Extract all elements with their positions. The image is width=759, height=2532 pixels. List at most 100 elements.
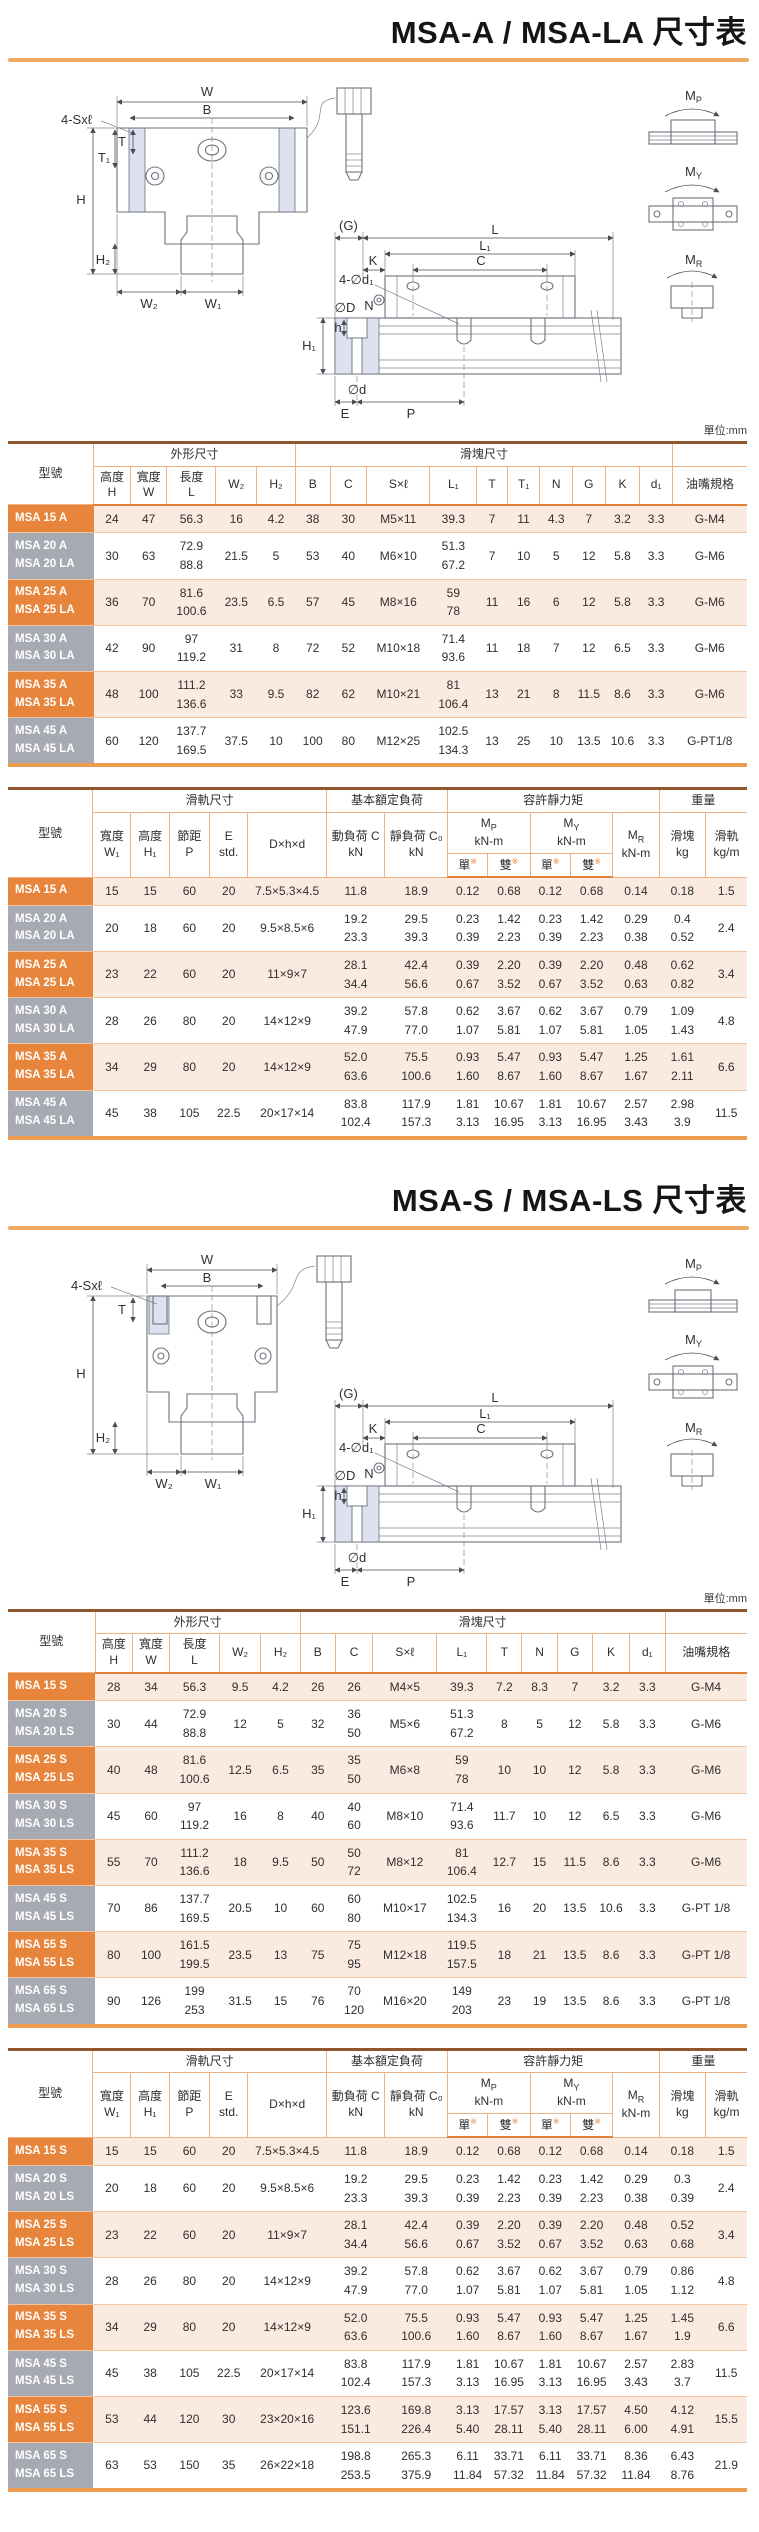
- value-cell: 3.2: [592, 1672, 630, 1701]
- value-cell: 2.20 3.52: [570, 2211, 613, 2258]
- value-cell: 12.7: [486, 1838, 522, 1886]
- value-cell: 0.39 0.67: [447, 951, 488, 998]
- column-header: 重量: [658, 2049, 747, 2074]
- value-cell: 70: [132, 1838, 170, 1886]
- value-cell: 11×9×7: [247, 2211, 327, 2258]
- value-cell: 80: [169, 2303, 210, 2351]
- dim-label-k: K: [369, 253, 378, 268]
- dim-label-t1: T₁: [98, 150, 111, 165]
- value-cell: 56.3: [169, 1672, 220, 1701]
- value-cell: 19.2 23.3: [326, 904, 385, 952]
- column-header: 雙※: [487, 852, 531, 879]
- dim-label-c: C: [476, 253, 485, 268]
- column-header: B: [299, 1633, 336, 1674]
- value-cell: 51.3 67.2: [429, 532, 477, 580]
- column-header: T: [486, 1633, 523, 1674]
- moment-diagrams: MP MY MR: [648, 88, 738, 323]
- model-cell: MSA 20 A MSA 20 LA: [8, 532, 94, 580]
- value-cell: 34: [92, 1043, 131, 1091]
- value-cell: 3.3: [629, 1746, 666, 1794]
- value-cell: M6×8: [372, 1746, 437, 1794]
- value-cell: 11.5: [705, 1089, 747, 1138]
- value-cell: 6.5: [260, 1746, 301, 1794]
- value-cell: 11.5: [572, 671, 606, 718]
- value-cell: 9.5: [256, 671, 296, 718]
- value-cell: 20: [209, 904, 248, 952]
- value-cell: 81.6 100.6: [169, 1746, 220, 1794]
- value-cell: 0.39 0.67: [447, 2211, 488, 2258]
- model-cell: MSA 15 S: [8, 2136, 93, 2166]
- model-cell: MSA 35 S MSA 35 LS: [8, 2303, 93, 2351]
- section-msa-a: MSA-A / MSA-LA 尺寸表: [8, 15, 749, 1140]
- column-header: T: [476, 465, 508, 506]
- dim-label-c: C: [476, 1421, 485, 1436]
- value-cell: 0.62 1.07: [530, 2257, 571, 2305]
- value-cell: 39.2 47.9: [326, 2257, 385, 2305]
- value-cell: 18.9: [384, 2136, 448, 2166]
- value-cell: 17.57 28.11: [570, 2395, 613, 2443]
- value-cell: 15: [521, 1838, 558, 1886]
- value-cell: 1.81 3.13: [447, 1089, 488, 1138]
- value-cell: 23×20×16: [247, 2395, 327, 2443]
- value-cell: 5.8: [605, 532, 640, 580]
- value-cell: G-M6: [665, 1792, 747, 1840]
- value-cell: 22: [130, 2211, 170, 2258]
- value-cell: 3.4: [705, 951, 747, 998]
- value-cell: 18: [219, 1838, 261, 1886]
- value-cell: 34: [132, 1672, 170, 1701]
- dim-label-h-small: h: [334, 320, 341, 335]
- value-cell: 111.2 136.6: [166, 671, 216, 718]
- value-cell: 39.3: [429, 504, 477, 533]
- model-cell: MSA 25 S MSA 25 LS: [8, 2211, 93, 2258]
- model-cell: MSA 30 S MSA 30 LS: [8, 2257, 93, 2305]
- model-cell: MSA 25 S MSA 25 LS: [8, 1746, 96, 1794]
- value-cell: 9.5: [260, 1838, 301, 1886]
- value-cell: 7: [476, 504, 508, 533]
- moment-mp-label: MP: [685, 1256, 702, 1273]
- value-cell: 60: [169, 876, 210, 906]
- side-view: (G) L L₁ K C: [302, 1386, 622, 1589]
- value-cell: 6.5: [605, 624, 640, 672]
- dim-label-h1: H₁: [302, 338, 316, 353]
- value-cell: 40: [330, 532, 367, 580]
- value-cell: 20: [209, 1043, 248, 1091]
- value-cell: 48: [93, 671, 131, 718]
- value-cell: 72.9 88.8: [169, 1700, 220, 1747]
- value-cell: 0.23 0.39: [530, 904, 571, 952]
- bolt-drawing: [306, 87, 372, 181]
- value-cell: 14×12×9: [247, 2303, 327, 2351]
- value-cell: 20: [92, 2165, 131, 2212]
- value-cell: 72.9 88.8: [166, 532, 216, 580]
- value-cell: 29: [130, 1043, 170, 1091]
- model-cell: MSA 45 S MSA 45 LS: [8, 2349, 93, 2397]
- value-cell: 63: [130, 532, 167, 580]
- value-cell: 56.3: [166, 504, 216, 533]
- value-cell: 1.25 1.67: [612, 2303, 660, 2351]
- value-cell: G-M6: [665, 1700, 747, 1747]
- dim-label-h2: H₂: [96, 1430, 110, 1445]
- dim-label-w2: W₂: [155, 1476, 172, 1491]
- value-cell: 31: [215, 624, 257, 672]
- value-cell: 0.23 0.39: [447, 2165, 488, 2212]
- column-header: H₂: [256, 465, 296, 506]
- value-cell: 40: [95, 1746, 133, 1794]
- value-cell: 265.3 375.9: [384, 2442, 448, 2491]
- value-cell: 3.67 5.81: [570, 2257, 613, 2305]
- moment-my-label: MY: [685, 164, 702, 181]
- dim-label-p: P: [407, 1574, 416, 1589]
